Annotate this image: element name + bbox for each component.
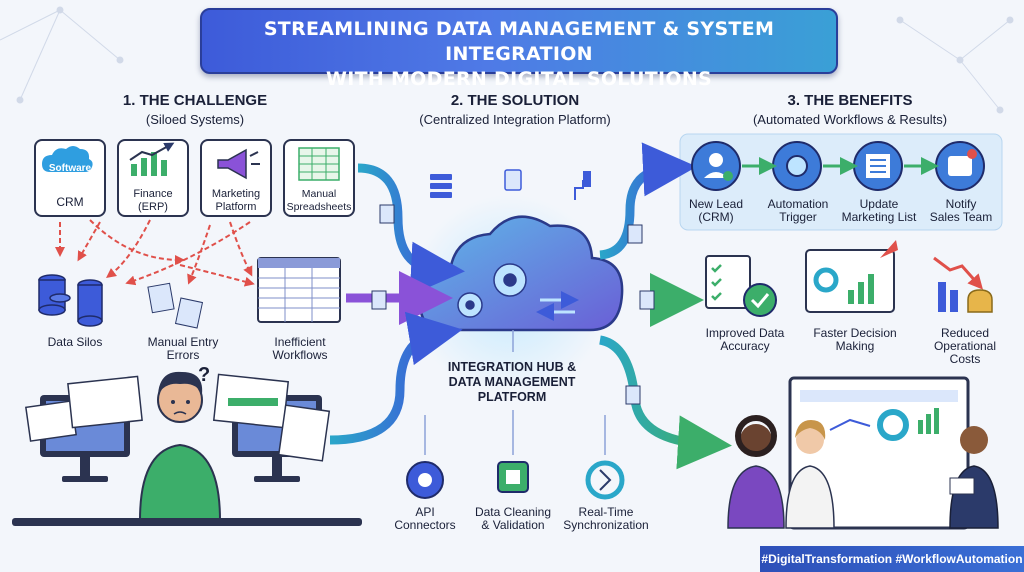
challenge-heading: 1. THE CHALLENGE [122, 92, 268, 109]
notify-sales-icon [935, 141, 985, 191]
database-silos-icon [38, 274, 103, 327]
workflow-step-update-marketing: Update Marketing List [841, 197, 917, 224]
result-faster-decisions: Faster Decision Making [813, 326, 897, 353]
system-label-spreadsheets: Manual Spreadsheets [286, 188, 352, 213]
title-line-1: STREAMLINING DATA MANAGEMENT & SYSTEM IN… [263, 18, 775, 65]
benefits-heading: 3. THE BENEFITS [787, 92, 913, 109]
crm-card [34, 139, 106, 217]
background-network-decoration [0, 6, 1014, 114]
team-presentation-illustration [727, 376, 999, 530]
frustrated-worker-illustration [12, 371, 362, 526]
document-icon [639, 290, 655, 310]
hub-connector-lines [424, 330, 606, 455]
system-label-marketing: Marketing Platform [211, 188, 261, 213]
new-lead-icon [691, 141, 741, 191]
chaotic-arrows [55, 219, 255, 287]
connector-icon [574, 171, 591, 200]
gear-icon [457, 263, 527, 318]
checklist-icon [705, 255, 777, 317]
problem-label-inefficient-workflows: Inefficient Workflows [272, 335, 328, 362]
capability-api-connectors: API Connectors [394, 505, 456, 532]
workflow-step-automation-trigger: Automation Trigger [767, 197, 829, 224]
title-line-2: WITH MODERN DIGITAL SOLUTIONS [325, 68, 713, 90]
flow-arrow-spreadsheets [357, 163, 465, 296]
document-icon [371, 290, 387, 310]
workflow-step-notify-sales: Notify Sales Team [929, 197, 993, 224]
problem-label-data-silos: Data Silos [47, 335, 103, 349]
spreadsheets-card [283, 139, 355, 217]
challenge-subheading: (Siloed Systems) [145, 112, 245, 127]
automation-trigger-gear-icon [772, 141, 822, 191]
solution-heading: 2. THE SOLUTION [450, 92, 580, 109]
manual-entry-errors-icon [147, 282, 204, 329]
capability-data-cleaning: Data Cleaning & Validation [474, 505, 552, 532]
title-banner: STREAMLINING DATA MANAGEMENT & SYSTEM IN… [200, 8, 838, 90]
server-icon [430, 174, 452, 198]
system-label-crm: CRM [56, 195, 84, 209]
benefits-subheading: (Automated Workflows & Results) [752, 112, 948, 127]
hashtag-footer: #DigitalTransformation #WorkflowAutomati… [760, 546, 1024, 572]
marketing-platform-card [200, 139, 272, 217]
flow-arrow-worker [329, 311, 463, 445]
solution-subheading: (Centralized Integration Platform) [419, 112, 611, 127]
document-icon [625, 385, 641, 405]
result-reduced-costs: Reduced Operational Costs [933, 326, 997, 366]
marketing-list-icon [853, 141, 903, 191]
problem-label-manual-errors: Manual Entry Errors [147, 335, 219, 362]
dashboard-rocket-icon [805, 240, 898, 313]
inefficient-workflows-table [257, 257, 341, 323]
flow-arrow-workflow-panel [599, 142, 697, 260]
workflow-step-new-lead: New Lead (CRM) [688, 197, 744, 224]
finance-erp-card [117, 139, 189, 217]
question-mark: ? [198, 364, 211, 386]
cost-reduction-icon [933, 256, 993, 313]
flow-arrow-team [598, 335, 732, 470]
hub-label: INTEGRATION HUB & DATA MANAGEMENT PLATFO… [447, 360, 577, 404]
data-cleaning-chip-icon [497, 461, 529, 493]
realtime-sync-icon [585, 460, 625, 500]
sync-arrows-icon [536, 291, 579, 321]
result-improved-accuracy: Improved Data Accuracy [705, 326, 785, 353]
capability-realtime-sync: Real-Time Synchronization [563, 505, 649, 532]
document-icon [504, 169, 522, 191]
crm-logo-text: Software [48, 163, 92, 174]
system-label-finance: Finance (ERP) [133, 188, 173, 213]
api-connectors-gear-icon [406, 461, 444, 499]
document-icon [379, 204, 395, 224]
document-icon [627, 224, 643, 244]
